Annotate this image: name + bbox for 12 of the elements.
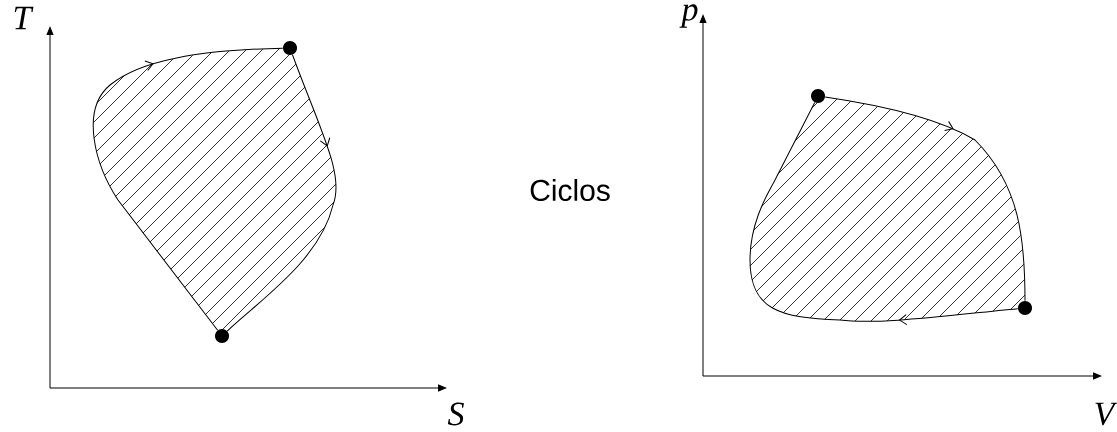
cycle-curve: [749, 101, 1019, 326]
cycle-curve: [226, 54, 337, 332]
axis-label: T: [14, 6, 34, 30]
axis-label: p: [679, 4, 698, 28]
cycle-curve: [92, 47, 284, 331]
axis-label: V: [1095, 402, 1117, 426]
point-dot: [1018, 301, 1032, 315]
point-dot: [215, 329, 229, 343]
axis-label: S: [447, 402, 464, 426]
title-text: Ciclos: [530, 179, 610, 202]
point-dot: [811, 89, 825, 103]
cycle-curve: [824, 96, 1026, 302]
